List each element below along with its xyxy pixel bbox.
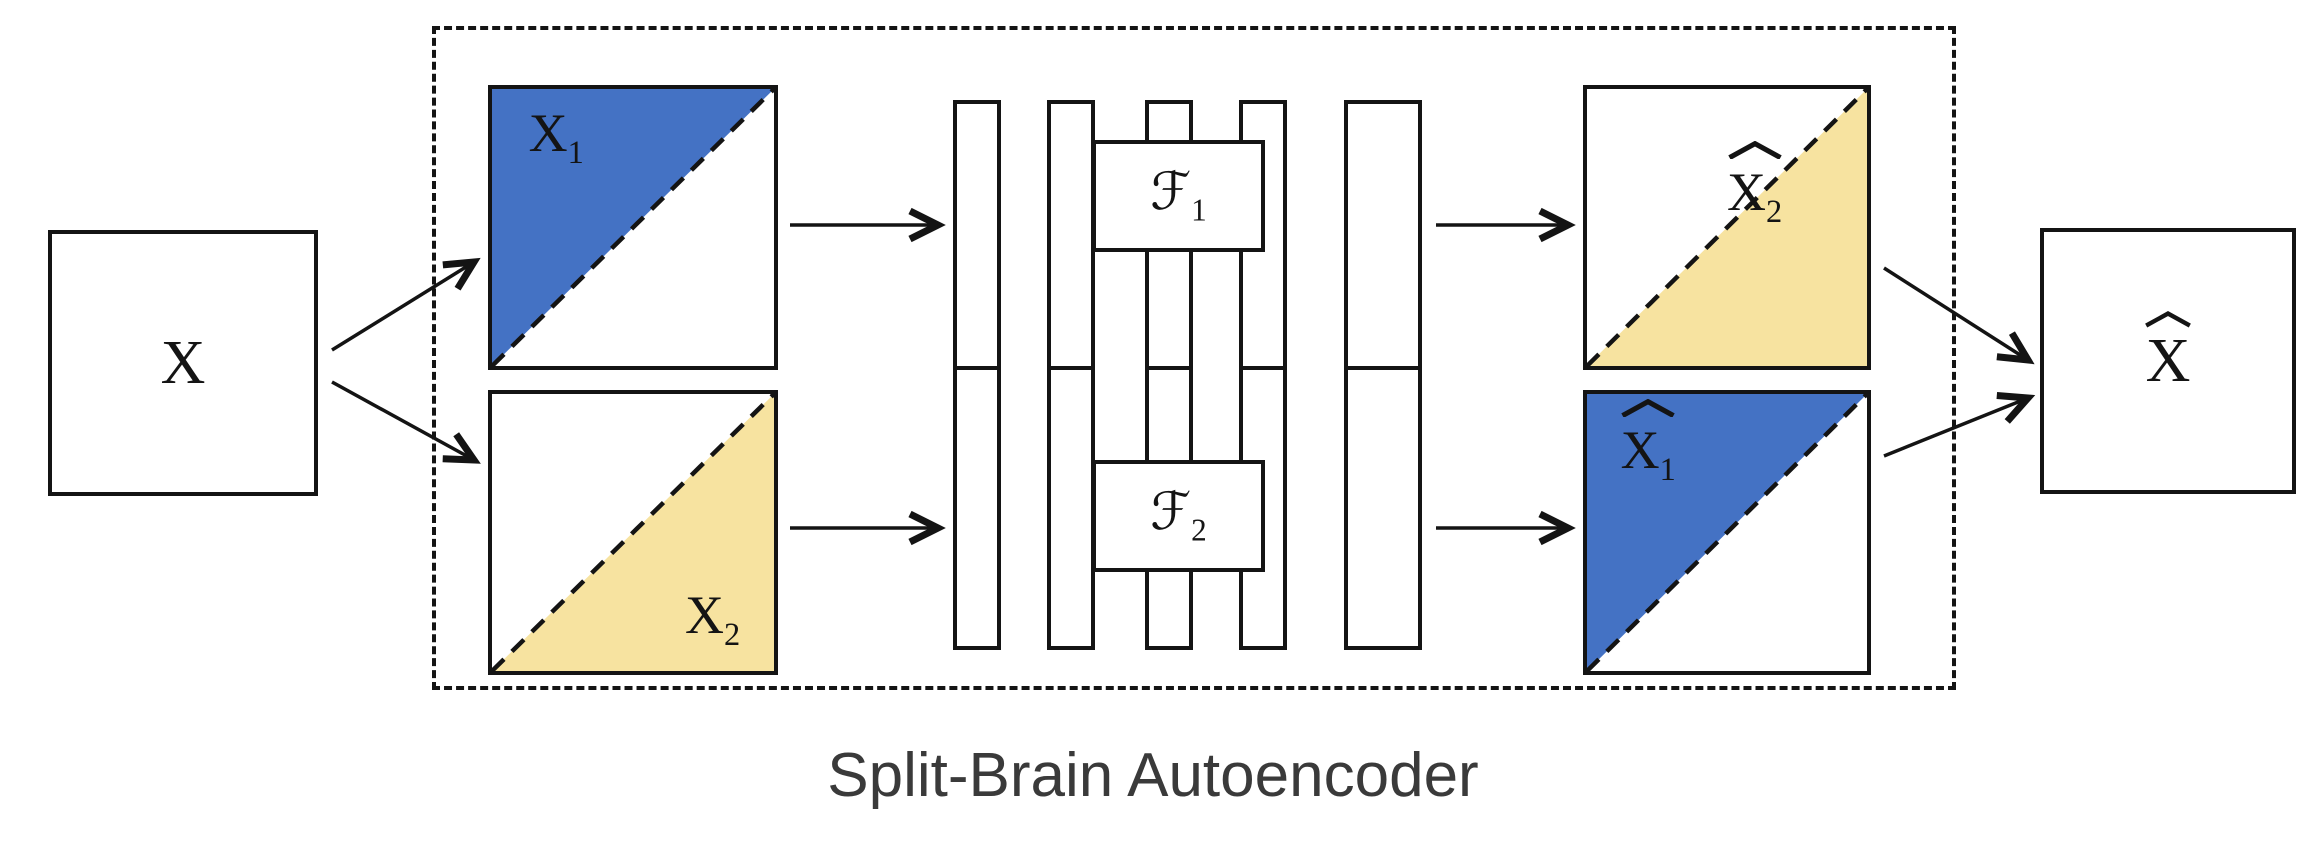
bar-split-line	[1344, 366, 1422, 370]
network-layer-bar	[1047, 100, 1095, 650]
hat-icon	[1621, 398, 1675, 417]
output-square: X	[2040, 228, 2296, 494]
f1-box: ℱ1	[1092, 140, 1265, 252]
xhat2-diagonal-dashed-line	[1587, 89, 1867, 366]
bar-split-line	[1047, 366, 1095, 370]
hat-icon	[2145, 311, 2191, 328]
hat-icon	[1727, 141, 1782, 160]
f2-label: ℱ2	[1150, 483, 1207, 548]
x2-triangle-fill	[492, 394, 774, 671]
input-square: X	[48, 230, 318, 496]
bar-split-line	[953, 366, 1001, 370]
xhat2-label: X2	[1727, 141, 1782, 228]
xhat1-triangle-fill	[1587, 394, 1867, 671]
x2-square: X2	[488, 390, 778, 675]
xhat1-diagonal-dashed-line	[1587, 394, 1867, 671]
x1-diagonal-dashed-line	[492, 89, 774, 366]
input-label: X	[160, 329, 206, 397]
x2-label: X2	[684, 585, 741, 654]
xhat2-square: X2	[1583, 85, 1871, 370]
x2-diagonal-dashed-line	[492, 394, 774, 671]
figure-caption: Split-Brain Autoencoder	[827, 741, 1479, 810]
x1-triangle-fill	[492, 89, 774, 366]
network-layer-bar	[953, 100, 1001, 650]
xhat2-triangle-fill	[1587, 89, 1867, 366]
xhat1-square: X1	[1583, 390, 1871, 675]
f1-label: ℱ1	[1150, 163, 1207, 228]
f2-box: ℱ2	[1092, 460, 1265, 572]
bar-split-line	[1145, 366, 1193, 370]
network-layer-bar	[1344, 100, 1422, 650]
xhat1-label: X1	[1621, 398, 1676, 486]
x1-square: X1	[488, 85, 778, 370]
x1-label: X1	[528, 102, 584, 171]
output-label: X	[2145, 311, 2191, 392]
bar-split-line	[1239, 366, 1287, 370]
